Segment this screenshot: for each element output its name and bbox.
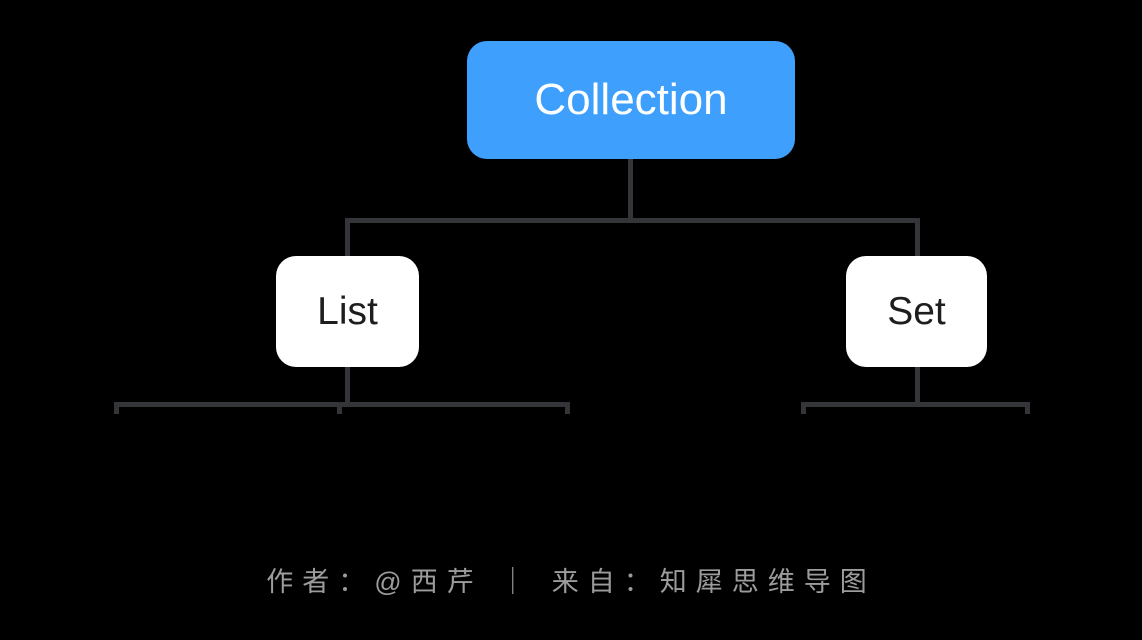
watermark: 作者：@西芹 ｜ 来自：知犀思维导图 xyxy=(266,567,876,597)
node-list-label: List xyxy=(317,289,378,333)
set-child-stub xyxy=(1025,402,1030,414)
connector-list-stem xyxy=(345,366,350,407)
list-child-stub xyxy=(114,402,119,414)
connector-root-stem xyxy=(628,158,633,220)
connector-set-rail xyxy=(801,402,1030,407)
set-child-stub xyxy=(801,402,806,414)
connector-set-stem xyxy=(915,366,920,407)
list-child-stub xyxy=(565,402,570,414)
connector-drop-to-set xyxy=(915,218,920,258)
node-set: Set xyxy=(846,256,987,367)
node-set-label: Set xyxy=(887,289,946,333)
node-collection-label: Collection xyxy=(534,75,728,124)
node-list: List xyxy=(276,256,419,367)
list-child-stub xyxy=(337,402,342,414)
connector-list-rail xyxy=(114,402,570,407)
connector-drop-to-list xyxy=(345,218,350,258)
node-collection: Collection xyxy=(467,41,795,159)
connector-top-rail xyxy=(345,218,920,223)
